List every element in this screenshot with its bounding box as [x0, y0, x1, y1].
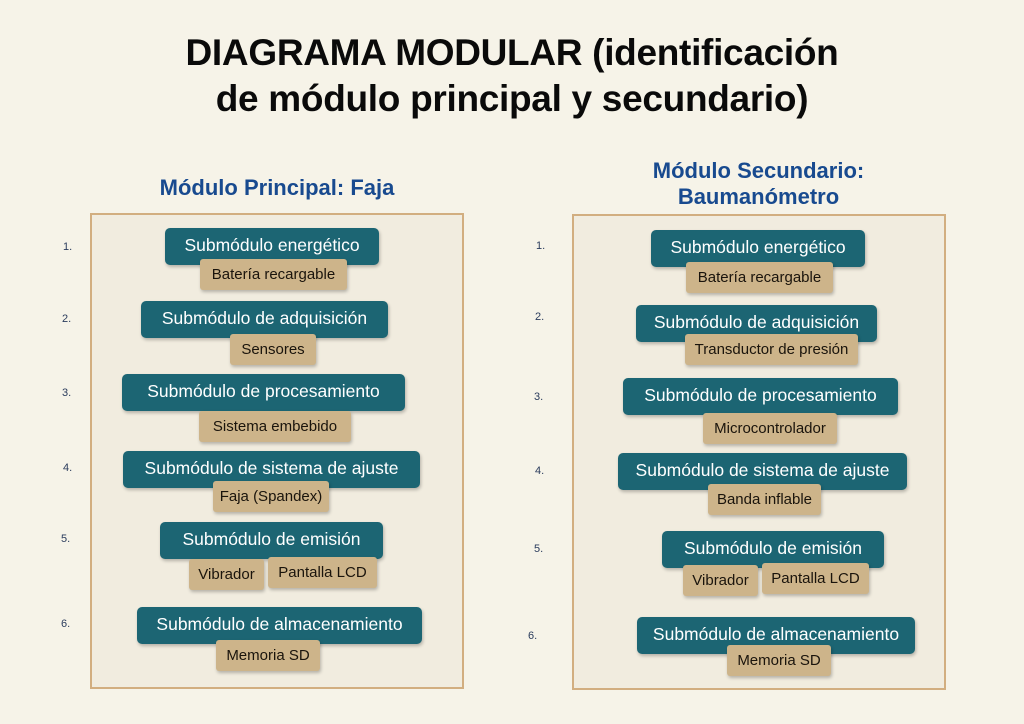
item-number: 1.	[63, 241, 73, 253]
principal-submodule-energetico: Submódulo energético	[165, 228, 379, 265]
principal-module-heading: Módulo Principal: Faja	[159, 175, 395, 200]
principal-component-memoria-sd: Memoria SD	[216, 640, 320, 671]
secondary-submodule-emision: Submódulo de emisión	[662, 531, 884, 568]
secondary-submodule-procesamiento: Submódulo de procesamiento	[623, 378, 898, 415]
principal-component-sensores: Sensores	[230, 334, 316, 365]
principal-component-faja: Faja (Spandex)	[213, 481, 329, 512]
item-number: 1.	[536, 240, 546, 252]
item-number: 5.	[534, 543, 544, 555]
principal-component-pantalla-lcd: Pantalla LCD	[268, 557, 377, 588]
principal-component-sistema-embebido: Sistema embebido	[199, 411, 351, 442]
item-number: 3.	[534, 391, 544, 403]
secondary-component-memoria-sd: Memoria SD	[727, 645, 831, 676]
principal-component-bateria: Batería recargable	[200, 259, 347, 290]
item-number: 6.	[61, 618, 71, 630]
secondary-component-vibrador: Vibrador	[683, 565, 758, 596]
secondary-component-bateria: Batería recargable	[686, 262, 833, 293]
principal-submodule-almacenamiento: Submódulo de almacenamiento	[137, 607, 422, 644]
item-number: 3.	[62, 387, 72, 399]
secondary-heading-line-2: Baumanómetro	[677, 184, 840, 209]
item-number: 4.	[63, 462, 73, 474]
title-line-1: DIAGRAMA MODULAR (identificación	[185, 32, 839, 73]
principal-component-vibrador: Vibrador	[189, 559, 264, 590]
secondary-component-microcontrolador: Microcontrolador	[703, 413, 837, 444]
secondary-submodule-sistema-ajuste: Submódulo de sistema de ajuste	[618, 453, 907, 490]
secondary-module-panel	[572, 214, 946, 690]
principal-submodule-adquisicion: Submódulo de adquisición	[141, 301, 388, 338]
principal-submodule-emision: Submódulo de emisión	[160, 522, 383, 559]
secondary-component-banda-inflable: Banda inflable	[708, 484, 821, 515]
item-number: 2.	[535, 311, 545, 323]
secondary-component-pantalla-lcd: Pantalla LCD	[762, 563, 869, 594]
secondary-component-transductor: Transductor de presión	[685, 334, 858, 365]
item-number: 6.	[528, 630, 538, 642]
principal-submodule-sistema-ajuste: Submódulo de sistema de ajuste	[123, 451, 420, 488]
diagram-title: DIAGRAMA MODULAR (identificación de módu…	[0, 30, 1024, 122]
item-number: 4.	[535, 465, 545, 477]
principal-submodule-procesamiento: Submódulo de procesamiento	[122, 374, 405, 411]
title-line-2: de módulo principal y secundario)	[215, 78, 809, 119]
secondary-module-heading: Módulo Secundario: Baumanómetro	[572, 158, 945, 210]
secondary-heading-line-1: Módulo Secundario:	[652, 158, 865, 183]
secondary-submodule-almacenamiento: Submódulo de almacenamiento	[637, 617, 915, 654]
secondary-submodule-energetico: Submódulo energético	[651, 230, 865, 267]
item-number: 5.	[61, 533, 71, 545]
item-number: 2.	[62, 313, 72, 325]
